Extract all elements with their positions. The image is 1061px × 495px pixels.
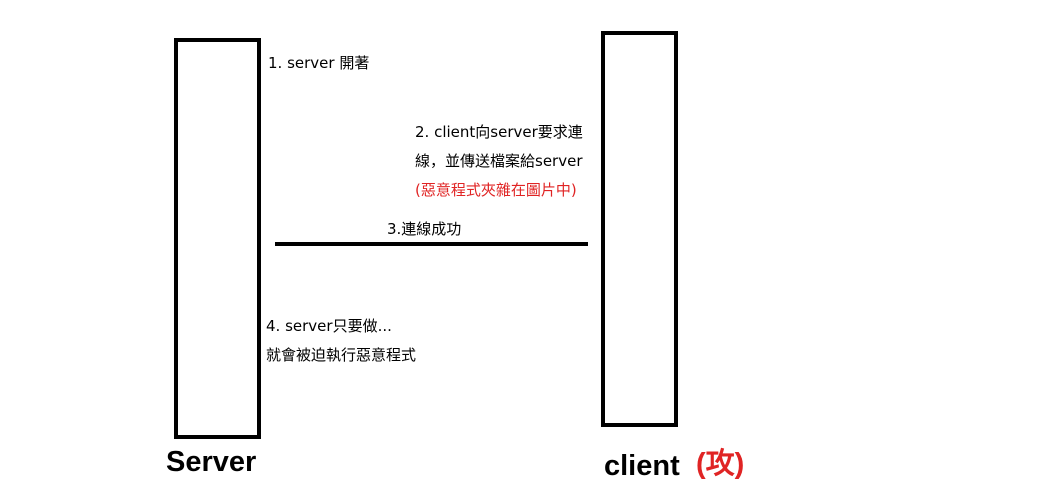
step-2-warning: (惡意程式夾雜在圖片中) [415,181,577,199]
step-2-line-1: 2. client向server要求連 [415,123,583,141]
step-4-line-2: 就會被迫執行惡意程式 [266,346,417,364]
server-lifeline-box [174,38,261,439]
step-4-line-1: 4. server只要做... [266,317,392,335]
step-2-line-2: 線，並傳送檔案給server [415,152,583,170]
step-3-label: 3.連線成功 [387,220,462,238]
client-lifeline-box [601,31,678,427]
connection-line [275,242,588,246]
attacker-tag: (攻) [696,448,745,480]
step-1-label: 1. server 開著 [268,54,370,72]
step-4-label: 4. server只要做... 就會被迫執行惡意程式 [266,312,416,370]
step-2-label: 2. client向server要求連 線，並傳送檔案給server (惡意程式… [415,118,583,205]
server-title: Server [166,446,257,478]
client-title: client [604,450,680,482]
